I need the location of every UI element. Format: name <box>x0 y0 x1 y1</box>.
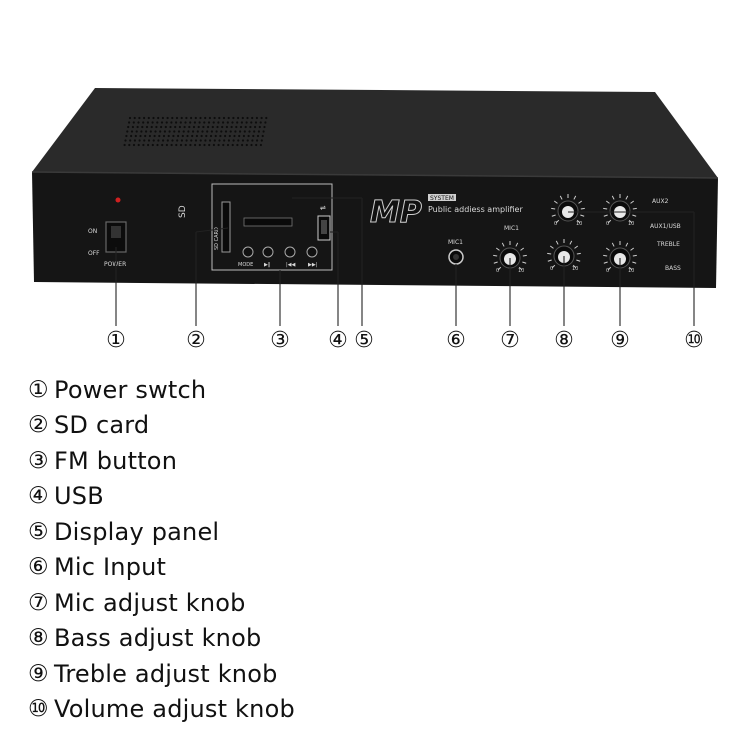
callout-1: ① <box>106 328 126 353</box>
knob-scale-max: 10 <box>572 266 578 272</box>
mic-input-label: MIC1 <box>448 239 463 246</box>
knob-scale-max: 10 <box>518 268 524 274</box>
volume-adjust-knob[interactable]: 0 10 <box>603 194 637 227</box>
callout-2: ② <box>186 328 206 353</box>
legend-text: Mic Input <box>54 553 167 582</box>
next-symbol: ▶▶| <box>308 262 318 268</box>
power-off-label: OFF <box>88 250 100 257</box>
play-pause-button[interactable] <box>262 246 274 258</box>
play-pause-symbol: ▶‖ <box>264 262 270 268</box>
brand-logo: MP <box>370 195 422 230</box>
sd-card-label: SD CARD <box>214 227 220 250</box>
legend-text: Power swtch <box>54 375 207 404</box>
power-indicator-led <box>115 197 121 203</box>
legend-text: FM button <box>54 446 178 475</box>
knob-scale-min: 0 <box>554 221 557 227</box>
callout-4: ④ <box>328 328 348 353</box>
callout-8: ⑧ <box>554 328 574 353</box>
knob-scale-min: 0 <box>496 268 499 274</box>
legend-text: Bass adjust knob <box>54 624 262 653</box>
aux1-usb-label: AUX1/USB <box>650 223 681 230</box>
sd-logo: SD <box>178 205 188 218</box>
model-text: Public addiess amplifier <box>428 205 523 214</box>
legend-text: Treble adjust knob <box>54 659 278 688</box>
amplifier-front-panel <box>32 172 718 288</box>
callout-3: ③ <box>270 328 290 353</box>
bass-label: BASS <box>665 265 681 272</box>
power-on-label: ON <box>88 228 97 235</box>
aux2-label: AUX2 <box>652 198 669 205</box>
callout-10: ⑩ <box>684 328 704 353</box>
callout-6: ⑥ <box>446 328 466 353</box>
display-panel <box>243 217 293 227</box>
knob-scale-max: 10 <box>628 221 634 227</box>
speaker-grille <box>123 116 268 147</box>
legend-text: USB <box>54 482 104 511</box>
knob-scale-max: 10 <box>576 221 582 227</box>
amplifier-photo: ON OFF POWER SD SD CARD MODE ▶‖ |◀◀ ▶▶| … <box>31 88 719 353</box>
power-label: POWER <box>104 261 126 268</box>
previous-symbol: |◀◀ <box>286 262 296 268</box>
callout-7: ⑦ <box>500 328 520 353</box>
knob-scale-min: 0 <box>606 221 609 227</box>
mode-label: MODE <box>238 262 253 268</box>
legend-text: Display panel <box>54 517 220 546</box>
control-module <box>211 183 333 271</box>
legend-text: SD card <box>54 411 150 440</box>
usb-icon: ⇌ <box>320 204 326 212</box>
callout-lines <box>115 197 695 326</box>
amplifier-top-surface <box>32 88 718 178</box>
knob-scale-min: 0 <box>550 266 553 272</box>
legend-text: Mic adjust knob <box>54 588 246 617</box>
callout-5: ⑤ <box>354 328 374 353</box>
knob-scale-max: 10 <box>628 268 634 274</box>
aux1-usb-knob[interactable]: 0 10 <box>551 194 585 227</box>
next-button[interactable] <box>306 246 318 258</box>
mic-knob-label: MIC1 <box>504 225 519 232</box>
mode-button[interactable] <box>242 246 254 258</box>
treble-label: TREBLE <box>656 241 680 248</box>
brand-subtext: SYSTEM <box>430 195 454 202</box>
previous-button[interactable] <box>284 246 296 258</box>
callout-9: ⑨ <box>610 328 630 353</box>
knob-scale-min: 0 <box>606 268 609 274</box>
sd-card-slot[interactable] <box>221 201 231 253</box>
legend-text: Volume adjust knob <box>54 695 295 724</box>
